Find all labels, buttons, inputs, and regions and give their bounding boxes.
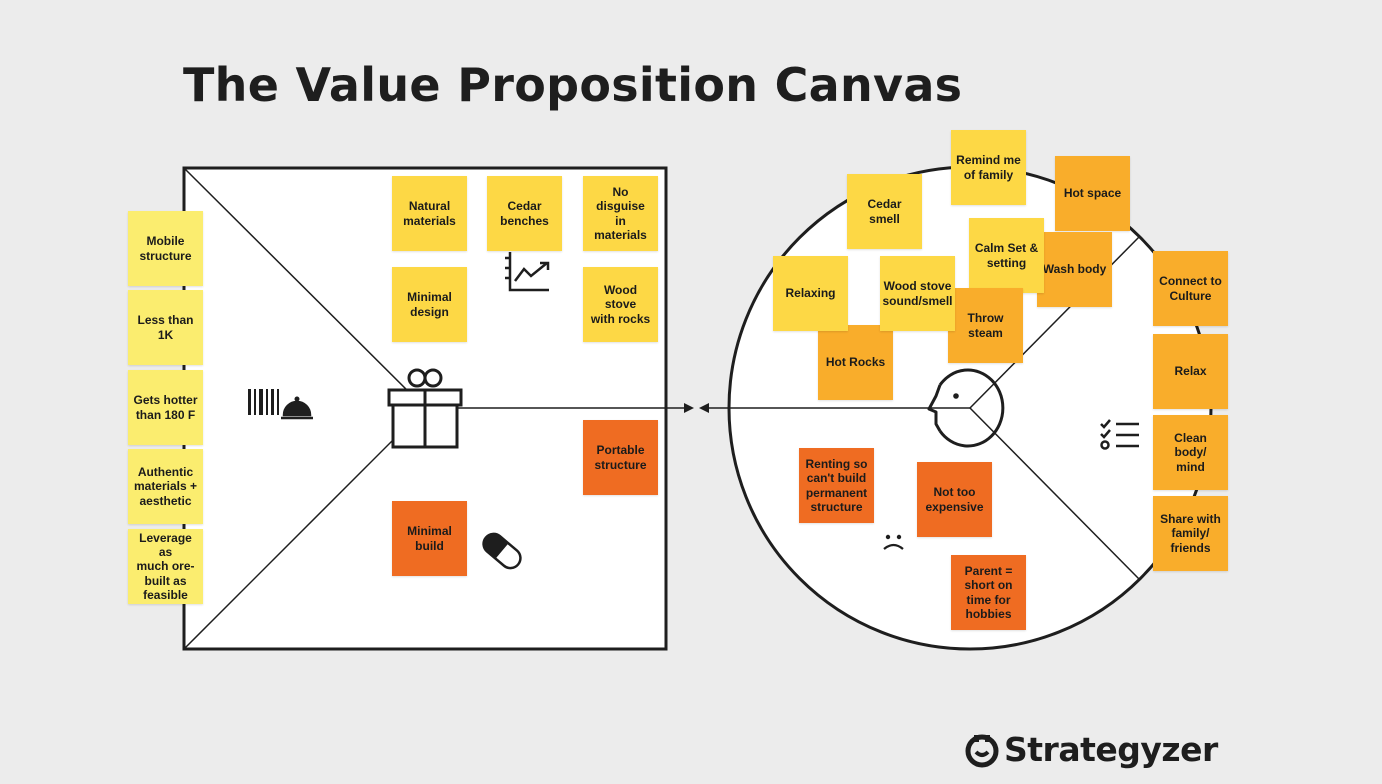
note-customer-job[interactable]: Relax [1153, 334, 1228, 409]
note-gain[interactable]: Throw steam [948, 288, 1023, 363]
note-gain[interactable]: Remind me of family [951, 130, 1026, 205]
fit-arrows [665, 403, 709, 413]
gift-icon [387, 368, 463, 449]
note-label: Less than 1K [137, 313, 194, 342]
brand-logo: Strategyzer [963, 730, 1218, 769]
note-label: Authentic materials + aesthetic [133, 464, 198, 508]
note-label: Minimal build [407, 524, 452, 553]
note-label: Relax [1174, 364, 1207, 379]
note-products-services[interactable]: Gets hotter than 180 F [128, 370, 203, 445]
note-gain[interactable]: Hot Rocks [818, 325, 893, 400]
page-title: The Value Proposition Canvas [183, 58, 963, 112]
note-label: Cedar smell [867, 197, 902, 226]
note-label: Connect to Culture [1159, 274, 1222, 303]
note-label: Not too expensive [925, 485, 984, 514]
note-customer-job[interactable]: Connect to Culture [1153, 251, 1228, 326]
value-map-diagonal-bottom [184, 407, 426, 649]
note-label: Remind me of family [956, 153, 1021, 182]
note-label: Portable structure [594, 443, 647, 472]
note-customer-job[interactable]: Clean body/ mind [1153, 415, 1228, 490]
barcode-bell-icon [248, 389, 313, 420]
checklist-icon [1100, 419, 1139, 450]
arrow-left-head [699, 403, 709, 413]
note-pain-reliever[interactable]: Minimal build [392, 501, 467, 576]
note-pain[interactable]: Parent = short on time for hobbies [951, 555, 1026, 630]
brand-name: Strategyzer [1004, 730, 1218, 769]
note-gain[interactable]: Calm Set & setting [969, 218, 1044, 293]
note-label: Leverage as much ore- built as feasible [136, 530, 195, 603]
note-label: Parent = short on time for hobbies [964, 563, 1013, 621]
pill-icon [482, 532, 522, 570]
note-products-services[interactable]: Less than 1K [128, 290, 203, 365]
growth-chart-icon [505, 252, 550, 292]
note-gain[interactable]: Hot space [1055, 156, 1130, 231]
note-label: Relaxing [785, 286, 836, 301]
note-pain-reliever[interactable]: Portable structure [583, 420, 658, 495]
note-label: Hot space [1063, 186, 1122, 201]
note-label: Throw steam [967, 311, 1004, 340]
note-label: Clean body/ mind [1174, 430, 1207, 474]
note-label: Wood stove sound/smell [882, 279, 953, 308]
note-products-services[interactable]: Mobile structure [128, 211, 203, 286]
note-gain-creator[interactable]: Wood stove with rocks [583, 267, 658, 342]
note-gain-creator[interactable]: Cedar benches [487, 176, 562, 251]
note-label: Renting so can't build permanent structu… [805, 456, 868, 514]
note-gain-creator[interactable]: Minimal design [392, 267, 467, 342]
note-gain[interactable]: Cedar smell [847, 174, 922, 249]
customer-profile-divider-lower [969, 407, 1141, 581]
strategyzer-logo-icon [965, 734, 999, 767]
note-pain[interactable]: Renting so can't build permanent structu… [799, 448, 874, 523]
value-map-diagonal-top [184, 168, 426, 409]
note-products-services[interactable]: Authentic materials + aesthetic [128, 449, 203, 524]
note-gain[interactable]: Wash body [1037, 232, 1112, 307]
note-label: Natural materials [403, 199, 456, 228]
note-gain[interactable]: Wood stove sound/smell [880, 256, 955, 331]
sad-face-icon [883, 534, 904, 550]
note-gain-creator[interactable]: Natural materials [392, 176, 467, 251]
note-gain-creator[interactable]: No disguise in materials [583, 176, 658, 251]
note-label: Wood stove with rocks [590, 282, 651, 326]
note-label: Minimal design [407, 290, 452, 319]
face-icon [927, 368, 1005, 448]
note-label: Cedar benches [500, 199, 549, 228]
note-customer-job[interactable]: Share with family/ friends [1153, 496, 1228, 571]
note-products-services[interactable]: Leverage as much ore- built as feasible [128, 529, 203, 604]
note-label: Share with family/ friends [1160, 511, 1221, 555]
note-label: Gets hotter than 180 F [133, 393, 198, 422]
arrow-right-head [684, 403, 694, 413]
note-label: Wash body [1042, 262, 1107, 277]
note-pain[interactable]: Not too expensive [917, 462, 992, 537]
note-label: Mobile structure [139, 234, 192, 263]
note-label: Hot Rocks [825, 355, 886, 370]
note-label: Calm Set & setting [974, 241, 1039, 270]
note-gain[interactable]: Relaxing [773, 256, 848, 331]
note-label: No disguise in materials [594, 184, 647, 242]
